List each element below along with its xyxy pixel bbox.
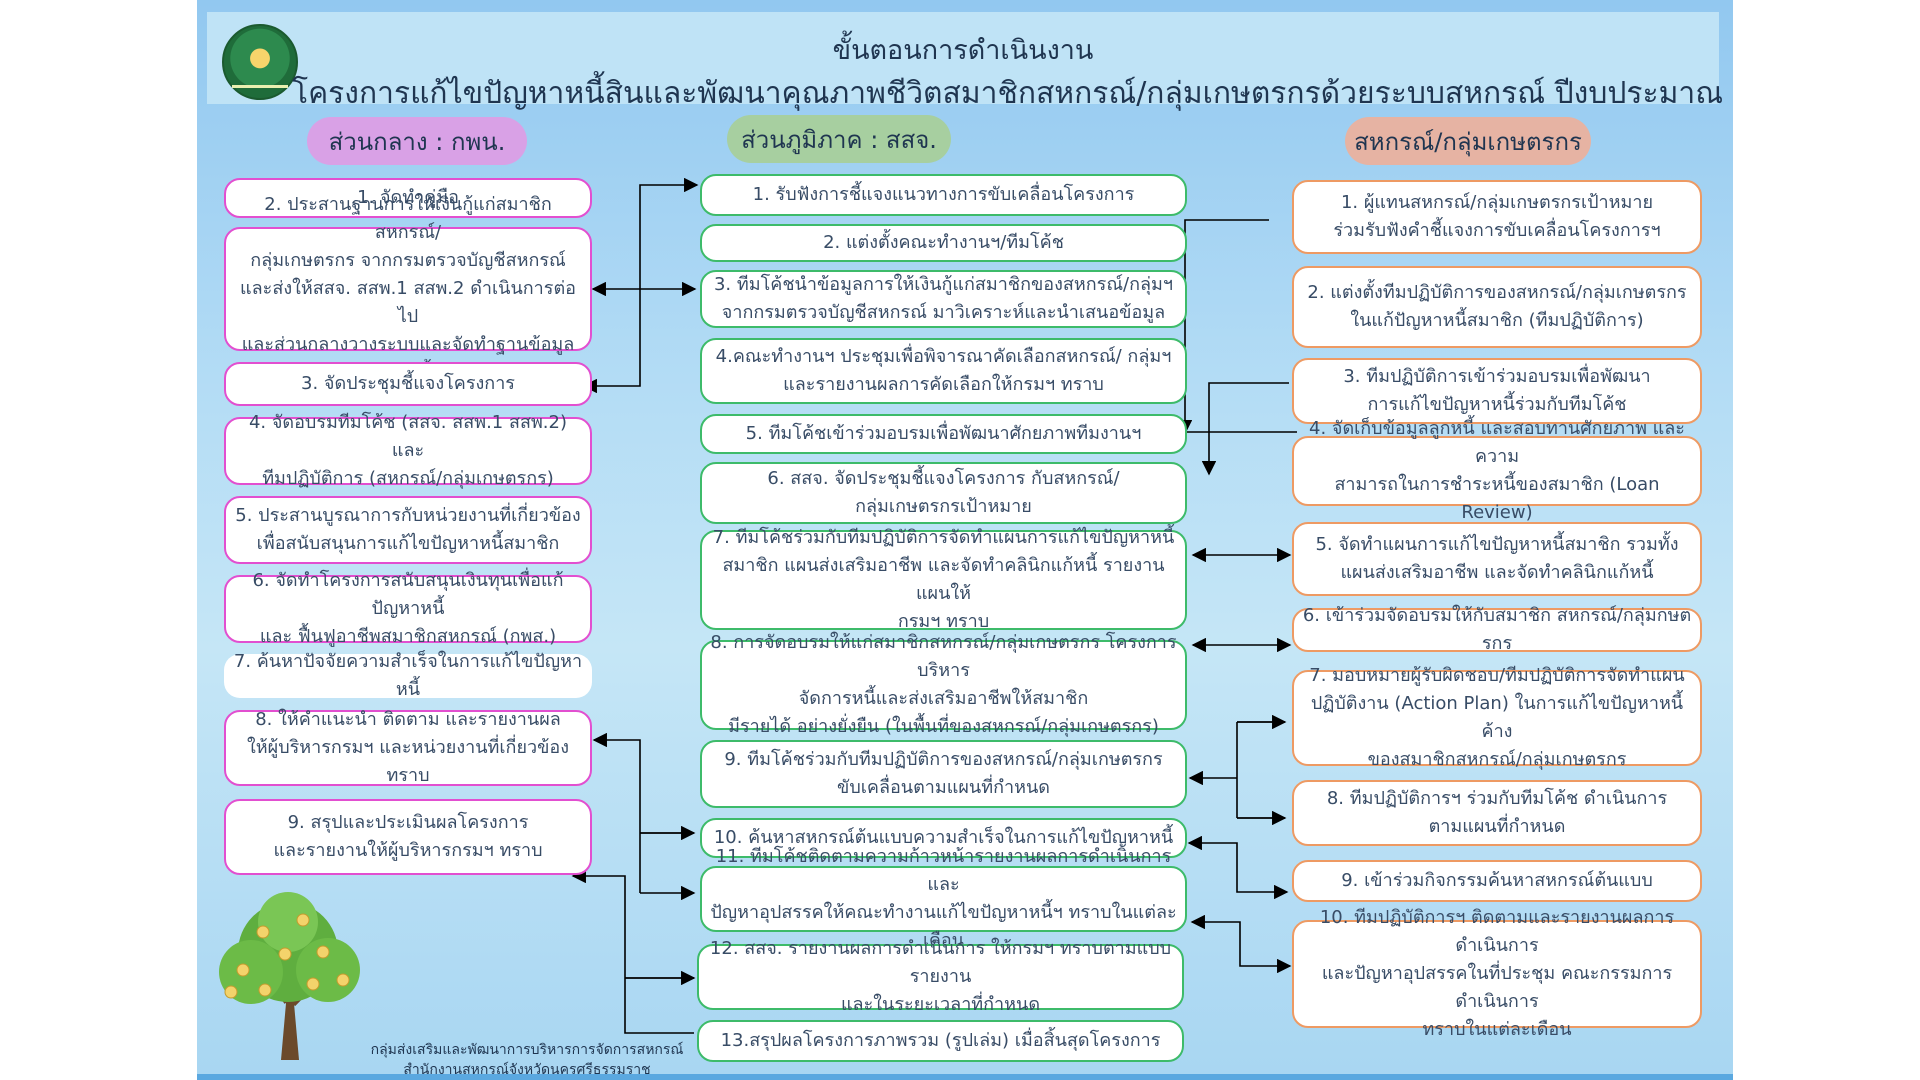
central-step-9: 9. สรุปและประเมินผลโครงการ และรายงานให้ผ… <box>224 799 592 875</box>
central-step-3: 3. จัดประชุมชี้แจงโครงการ <box>224 362 592 406</box>
link-central8-regional <box>594 740 694 893</box>
cooperative-logo <box>222 24 298 100</box>
column-header-regional: ส่วนภูมิภาค : สสจ. <box>727 115 951 163</box>
central-step-8: 8. ให้คำแนะนำ ติดตาม และรายงานผล ให้ผู้บ… <box>224 709 592 786</box>
money-tree-illustration <box>219 892 360 1060</box>
regional-step-13: 13.สรุปผลโครงการภาพรวม (รูปเล่ม) เมื่อสิ… <box>697 1020 1184 1062</box>
regional-step-11: 11. ทีมโค้ชติดตามความก้าวหน้ารายงานผลการ… <box>700 846 1187 951</box>
regional-step-1: 1. รับฟังการชี้แจงแนวทางการขับเคลื่อนโคร… <box>700 174 1187 216</box>
regional-step-10: 10. ค้นหาสหกรณ์ต้นแบบความสำเร็จในการแก้ไ… <box>700 818 1187 858</box>
cooperative-step-10: 10. ทีมปฏิบัติการฯ ติดตามและรายงานผลการด… <box>1292 907 1702 1040</box>
cooperative-step-9: 9. เข้าร่วมกิจกรรมค้นหาสหกรณ์ต้นแบบ <box>1292 860 1702 902</box>
regional-step-9: 9. ทีมโค้ชร่วมกับทีมปฏิบัติการของสหกรณ์/… <box>700 740 1187 808</box>
regional-step-8: 8. การจัดอบรมให้แก่สมาชิกสหกรณ์/กลุ่มเกษ… <box>700 632 1187 737</box>
column-header-cooperative: สหกรณ์/กลุ่มเกษตรกร <box>1345 117 1591 165</box>
central-step-6: 6. จัดทำโครงการสนับสนุนเงินทุนเพื่อแก้ปั… <box>224 570 592 647</box>
central-step-2: 2. ประสานฐานการให้เงินกู้แก่สมาชิกสหกรณ์… <box>224 194 592 383</box>
cooperative-step-7: 7. มอบหมายผู้รับผิดชอบ/ทีมปฏิบัติการจัดท… <box>1292 665 1702 770</box>
link-regional11-coop10 <box>1190 914 1292 974</box>
cooperative-step-2: 2. แต่งตั้งทีมปฏิบัติการของสหกรณ์/กลุ่มเ… <box>1292 266 1702 348</box>
regional-step-3: 3. ทีมโค้ชนำข้อมูลการให้เงินกู้แก่สมาชิก… <box>700 270 1187 328</box>
central-step-7: 7. ค้นหาปัจจัยความสำเร็จในการแก้ไขปัญหาห… <box>224 651 592 700</box>
link-regional9-coop7-8 <box>1190 721 1285 819</box>
cooperative-step-4: 4. จัดเก็บข้อมูลลูกหนี้ และสอบทานศักยภาพ… <box>1292 418 1702 523</box>
page-subtitle: โครงการแก้ไขปัญหาหนี้สินและพัฒนาคุณภาพชี… <box>292 76 1733 111</box>
regional-step-7: 7. ทีมโค้ชร่วมกับทีมปฏิบัติการจัดทำแผนกา… <box>700 527 1187 632</box>
central-step-1: 1. จัดทำคู่มือ <box>224 178 592 218</box>
regional-step-12: 12. สสจ. รายงานผลการดำเนินการ ให้กรมฯ ทร… <box>697 938 1184 1015</box>
diagram-panel: ขั้นตอนการดำเนินงาน โครงการแก้ไขปัญหาหนี… <box>197 0 1733 1080</box>
cooperative-step-5: 5. จัดทำแผนการแก้ไขปัญหาหนี้สมาชิก รวมทั… <box>1292 522 1702 596</box>
regional-step-4: 4.คณะทำงานฯ ประชุมเพื่อพิจารณาคัดเลือกสห… <box>700 338 1187 404</box>
central-step-4: 4. จัดอบรมทีมโค้ช (สสจ. สสพ.1 สสพ.2) และ… <box>224 412 592 489</box>
regional-step-2: 2. แต่งตั้งคณะทำงานฯ/ทีมโค้ช <box>700 224 1187 262</box>
page-title: ขั้นตอนการดำเนินงาน <box>832 35 1094 66</box>
regional-step-6: 6. สสจ. จัดประชุมชี้แจงโครงการ กับสหกรณ์… <box>700 462 1187 524</box>
connector-arrows <box>197 177 1297 1034</box>
column-header-central: ส่วนกลาง : กพน. <box>307 117 527 165</box>
footer-line-1: กลุ่มส่งเสริมและพัฒนาการบริหารการจัดการส… <box>370 1042 684 1058</box>
cooperative-step-1: 1. ผู้แทนสหกรณ์/กลุ่มเกษตรกรเป้าหมาย ร่ว… <box>1292 180 1702 254</box>
title-bar: ขั้นตอนการดำเนินงาน โครงการแก้ไขปัญหาหนี… <box>207 12 1733 111</box>
link-regional10-coop9 <box>1187 835 1289 900</box>
regional-step-5: 5. ทีมโค้ชเข้าร่วมอบรมเพื่อพัฒนาศักยภาพท… <box>700 414 1187 454</box>
cooperative-step-8: 8. ทีมปฏิบัติการฯ ร่วมกับทีมโค้ช ดำเนินก… <box>1292 780 1702 846</box>
link-central3-regional1 <box>582 177 699 394</box>
footer-line-2: สำนักงานสหกรณ์จังหวัดนครศรีธรรมราช <box>403 1062 651 1078</box>
link-regional5-coop1 <box>1177 219 1269 435</box>
cooperative-step-3: 3. ทีมปฏิบัติการเข้าร่วมอบรมเพื่อพัฒนา ก… <box>1292 358 1702 424</box>
link-central9-regional12-13 <box>573 876 694 1034</box>
central-step-5: 5. ประสานบูรณาการกับหน่วยงานที่เกี่ยวข้อ… <box>224 496 592 564</box>
cooperative-step-6: 6. เข้าร่วมจัดอบรมให้กับสมาชิก สหกรณ์/กล… <box>1292 605 1702 654</box>
link-regional6-coop3 <box>1201 382 1289 476</box>
